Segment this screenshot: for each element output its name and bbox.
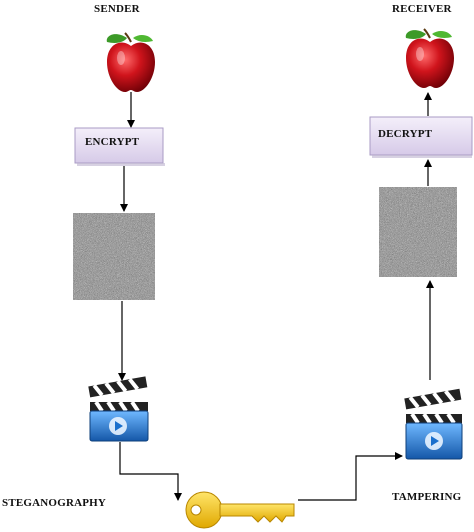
sender-video-clapperboard-icon <box>88 376 149 442</box>
connector-video-to-key <box>119 442 182 501</box>
receiver-cipher-noise-icon <box>379 187 457 277</box>
key-icon <box>185 491 295 529</box>
receiver-label: RECEIVER <box>392 3 452 15</box>
receiver-video-clapperboard-icon <box>404 388 463 460</box>
sender-apple-icon <box>106 32 155 92</box>
sender-cipher-noise-icon <box>73 213 155 300</box>
decrypt-label: DECRYPT <box>378 128 433 140</box>
steganography-label: STEGANOGRAPHY <box>2 497 107 509</box>
tampering-label: TAMPERING <box>392 491 462 503</box>
sender-label: SENDER <box>94 3 140 15</box>
receiver-apple-icon <box>405 28 454 88</box>
encrypt-box <box>74 127 165 166</box>
connector-key-to-tampering <box>298 452 403 501</box>
encrypt-label: ENCRYPT <box>85 136 140 148</box>
decrypt-box <box>369 116 473 158</box>
